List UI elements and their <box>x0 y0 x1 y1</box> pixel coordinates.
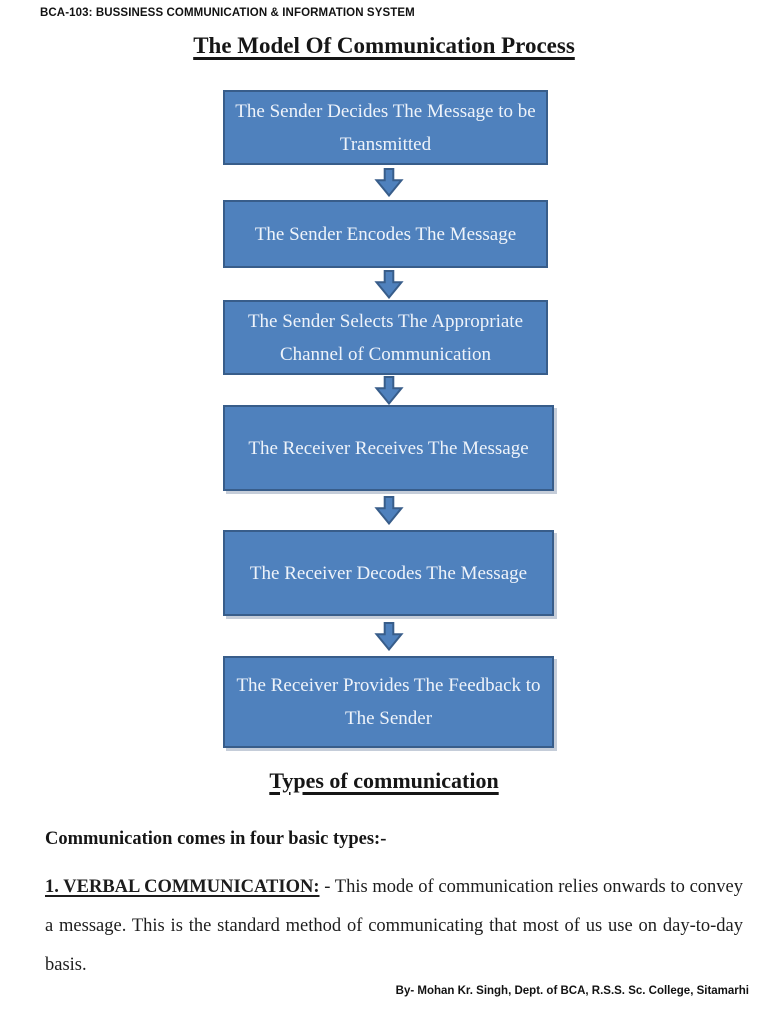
flow-step-2-label: The Sender Encodes The Message <box>254 223 517 245</box>
verbal-communication-text: - This mode of communication relies onwa… <box>45 877 743 975</box>
flow-step-4-label: The Receiver Receives The Message <box>248 437 529 459</box>
flow-step-5-label: The Receiver Decodes The Message <box>249 562 528 584</box>
page-title: The Model Of Communication Process <box>0 33 768 59</box>
verbal-communication-term: 1. VERBAL COMMUNICATION: <box>45 877 320 897</box>
flow-step-2: The Sender Encodes The Message <box>223 200 548 268</box>
page-title-text: The Model Of Communication Process <box>193 33 575 58</box>
flow-step-6-label: The Receiver Provides The Feedback to Th… <box>236 675 541 729</box>
flow-step-3: The Sender Selects The Appropriate Chann… <box>223 300 548 375</box>
flow-step-5: The Receiver Decodes The Message <box>223 530 554 616</box>
section-heading-text: Types of communication <box>269 768 499 793</box>
intro-line: Communication comes in four basic types:… <box>45 829 387 849</box>
flow-step-6: The Receiver Provides The Feedback to Th… <box>223 656 554 748</box>
section-heading: Types of communication <box>0 768 768 794</box>
down-arrow-icon <box>223 165 554 200</box>
communication-flowchart: The Sender Decides The Message to be Tra… <box>223 90 554 748</box>
course-header: BCA-103: BUSSINESS COMMUNICATION & INFOR… <box>40 7 415 19</box>
verbal-communication-paragraph: 1. VERBAL COMMUNICATION: - This mode of … <box>45 868 743 985</box>
down-arrow-icon <box>223 616 554 656</box>
flow-step-1-label: The Sender Decides The Message to be Tra… <box>235 100 536 155</box>
down-arrow-icon <box>223 491 554 530</box>
down-arrow-icon <box>223 268 554 300</box>
flow-step-4: The Receiver Receives The Message <box>223 405 554 491</box>
author-footer: By- Mohan Kr. Singh, Dept. of BCA, R.S.S… <box>395 985 749 997</box>
flow-step-3-label: The Sender Selects The Appropriate Chann… <box>247 310 524 365</box>
flow-step-1: The Sender Decides The Message to be Tra… <box>223 90 548 165</box>
down-arrow-icon <box>223 375 554 405</box>
